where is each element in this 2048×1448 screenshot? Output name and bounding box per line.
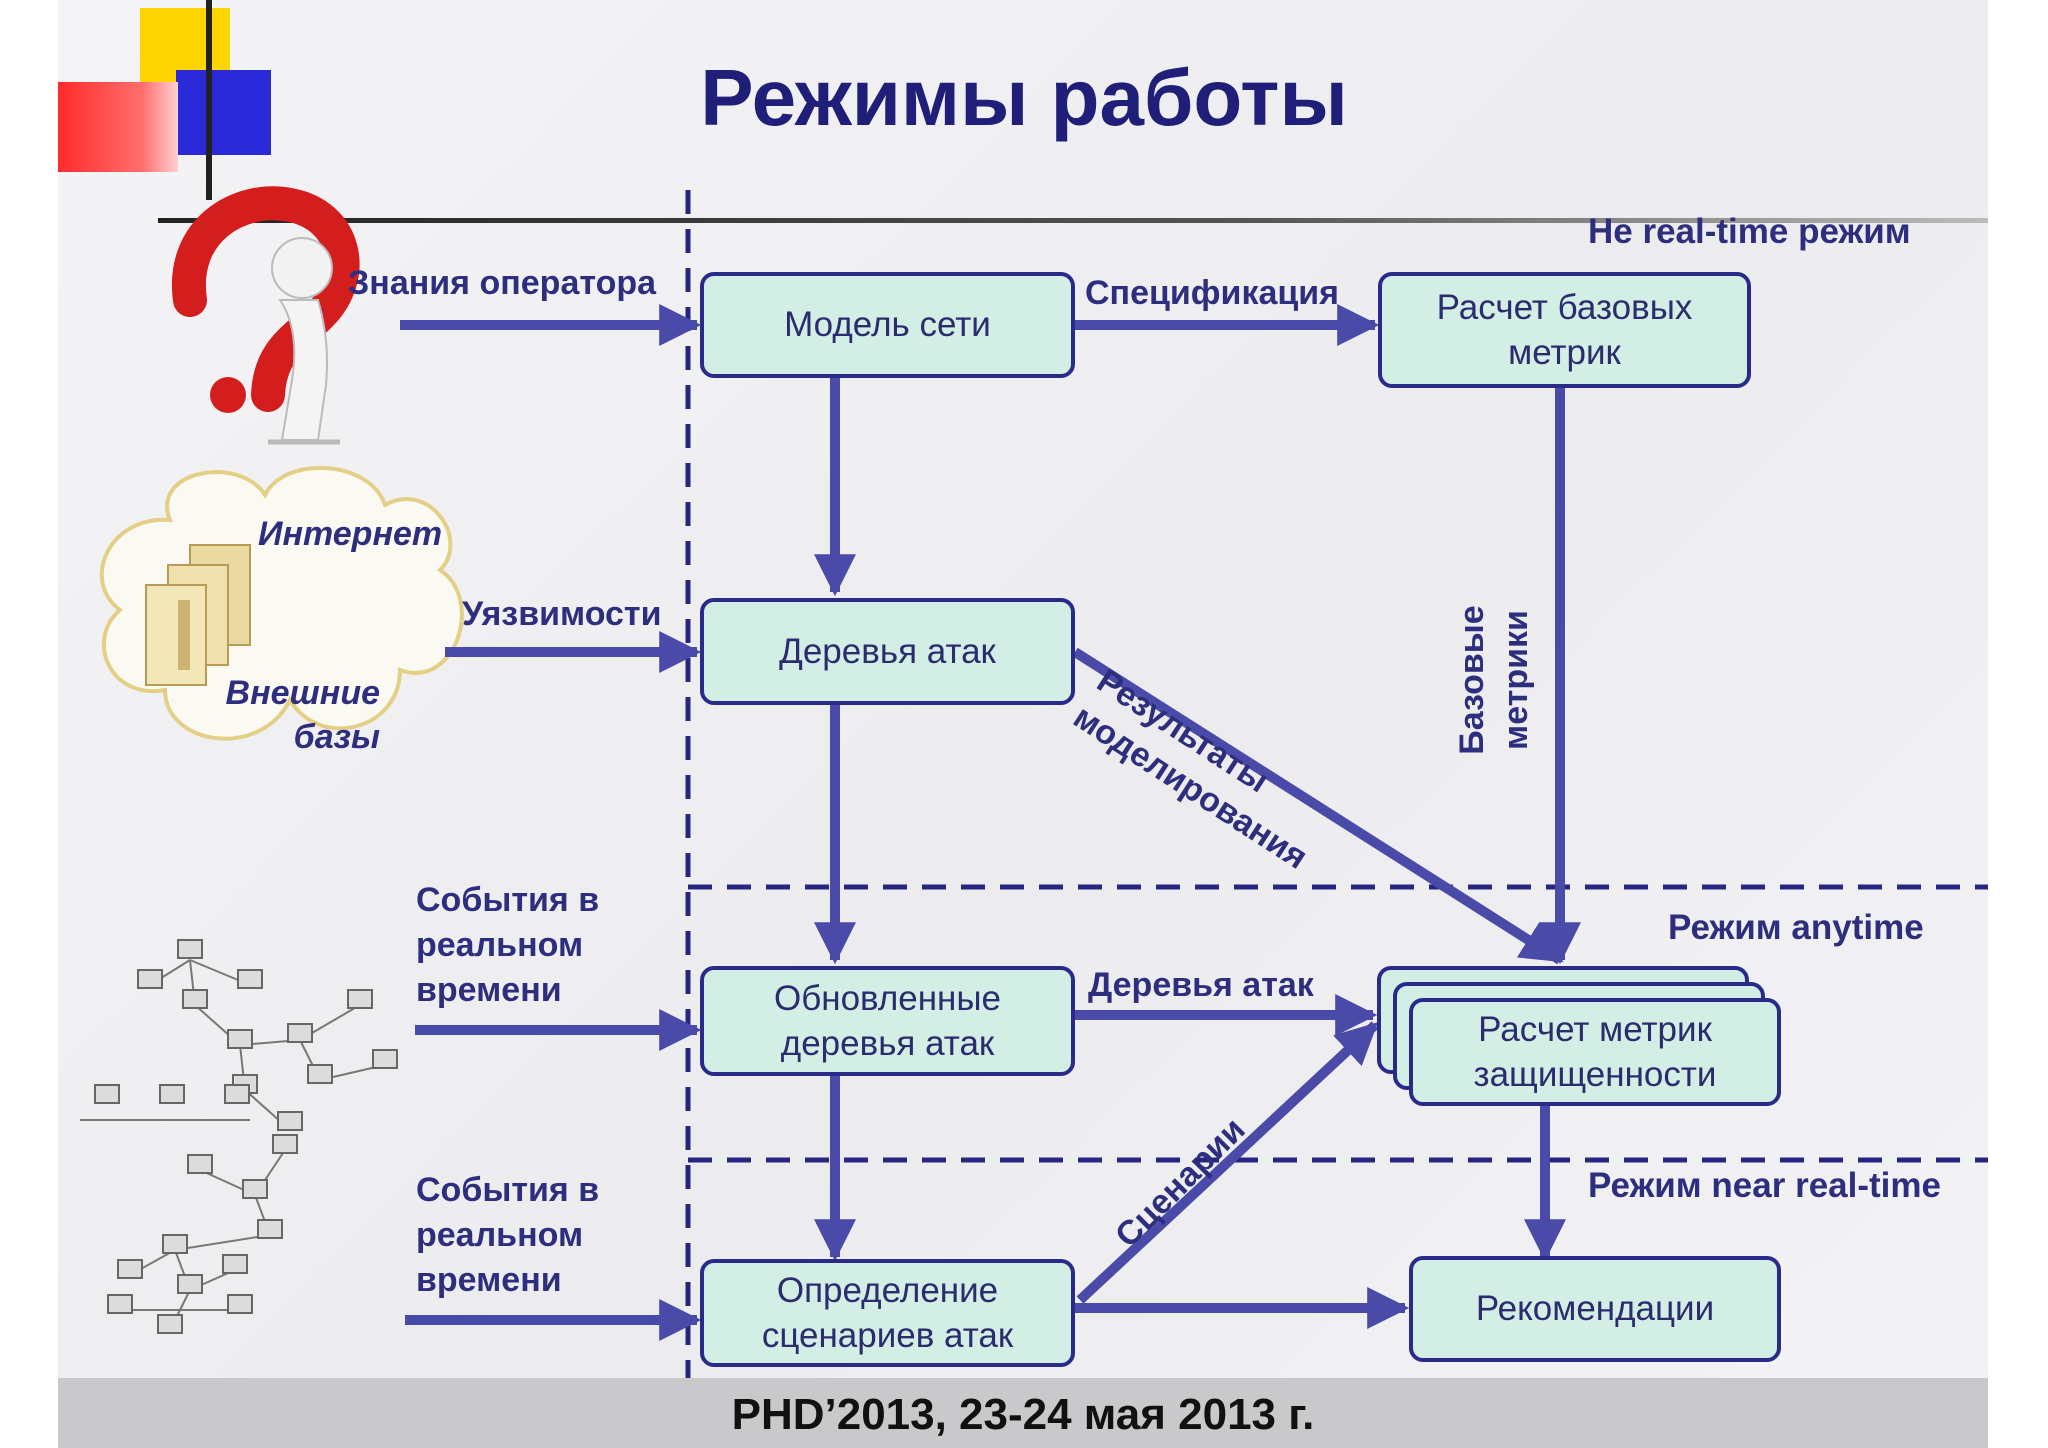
box-network-model[interactable]: Модель сети	[700, 272, 1075, 378]
label-operator-knowledge: Знания оператора	[348, 264, 657, 302]
label-realtime-events-2: События в реальном времени	[416, 1171, 600, 1299]
box-recommendations[interactable]: Рекомендации	[1409, 1256, 1781, 1362]
box-attack-trees[interactable]: Деревья атак	[700, 598, 1075, 705]
computer-nodes-icon	[94, 939, 398, 1334]
zone-label-near-realtime: Режим near real-time	[1588, 1166, 1941, 1205]
deco-horizontal-line	[158, 218, 1988, 223]
page-title: Режимы работы	[700, 53, 1348, 142]
zone-label-anytime: Режим anytime	[1668, 908, 1924, 947]
question-mark-figure-icon	[171, 186, 360, 445]
zone-dividers	[685, 190, 1988, 1378]
network-topology-icon	[80, 959, 386, 1331]
label-external-bases: Внешние базы	[225, 674, 380, 757]
deco-red-square	[58, 82, 178, 172]
label-attack-trees-arrow: Деревья атак	[1088, 966, 1314, 1004]
label-internet: Интернет	[258, 515, 443, 553]
box-scenario-detection[interactable]: Определение сценариев атак	[700, 1259, 1075, 1367]
arrow-scenarios-to-security	[1076, 1021, 1379, 1304]
flow-arrows	[400, 304, 1581, 1341]
zone-label-non-realtime: Не real-time режим	[1588, 212, 1911, 251]
server-stack-icon	[145, 544, 251, 686]
slide-background	[58, 0, 1988, 1448]
box-security-metrics[interactable]: Расчет метрик защищенности	[1409, 998, 1781, 1106]
label-specification: Спецификация	[1085, 274, 1340, 312]
footer-text: PHD’2013, 23-24 мая 2013 г.	[731, 1390, 1315, 1439]
label-realtime-events-1: События в реальном времени	[416, 881, 600, 1009]
footer-bar	[58, 1378, 1988, 1448]
deco-blue-square	[176, 70, 271, 155]
label-vulnerabilities: Уязвимости	[462, 595, 662, 633]
box-updated-attack-trees[interactable]: Обновленные деревья атак	[700, 966, 1075, 1076]
deco-vertical-line	[206, 0, 212, 200]
label-base-metrics: Базовые метрики	[1453, 605, 1536, 755]
box-base-metrics-calc[interactable]: Расчет базовых метрик	[1378, 272, 1751, 388]
arrow-trees-to-security	[1072, 647, 1564, 965]
